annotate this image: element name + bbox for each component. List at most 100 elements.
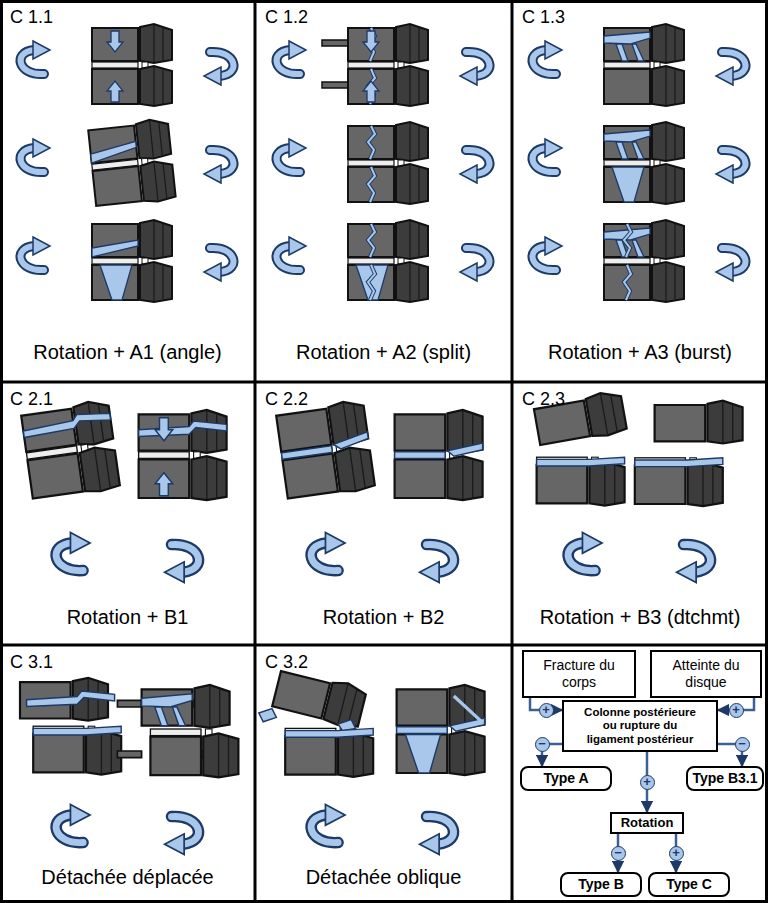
vertebra-pair [259, 667, 373, 777]
vertebra-pair [20, 678, 121, 775]
fracture [604, 130, 650, 159]
axial-arrows [363, 31, 379, 102]
vertebra-pair [276, 399, 376, 501]
vertebra-pair [348, 122, 428, 204]
vertebra-pair [92, 24, 172, 106]
sign-badge: + [640, 775, 655, 790]
rotation-arrow [311, 805, 345, 843]
vertebra-pair [88, 118, 176, 208]
vertebra-pair [604, 122, 684, 204]
fracture [537, 457, 625, 466]
fracture [280, 432, 369, 459]
rotation-arrow [204, 52, 233, 85]
vertebra-pair [88, 118, 176, 208]
flow-box: Type B3.1 [686, 766, 764, 791]
vertebra-pair [604, 220, 684, 302]
fracture-panel: C 2.1Rotation + B1 [0, 382, 255, 645]
fracture-panel: C 2.2Rotation + B2 [255, 382, 512, 645]
vertebra-pair [92, 24, 172, 106]
vertebra-pair [604, 24, 684, 106]
vertebra-pair [348, 220, 428, 302]
rotation-arrow [533, 41, 562, 74]
box-label: Type B3.1 [692, 770, 757, 787]
fracture-panel: C 3.1Détachée déplacée [0, 645, 255, 903]
rotation-arrow [460, 150, 489, 183]
vertebra-pair [395, 410, 483, 500]
vertebra-pair [139, 410, 227, 500]
fracture [395, 443, 483, 458]
rotation-arrow [716, 52, 745, 85]
vertebra-pair [92, 220, 172, 302]
fracture [624, 224, 631, 300]
rotation-arrow [420, 816, 454, 854]
vertebra-pair [276, 399, 376, 501]
upper-vertebra [272, 667, 368, 730]
vertebra-pair [604, 220, 684, 302]
flow-box: Colonne postérieure ou rupture du ligame… [562, 700, 718, 752]
sign-badge: + [539, 703, 554, 718]
fracture [635, 458, 723, 467]
panel-code: C 3.2 [265, 652, 308, 673]
rotation-arrow [21, 237, 50, 270]
fracture [285, 728, 373, 737]
box-label: Colonne postérieure ou rupture du ligame… [578, 706, 702, 747]
sign-badge: + [729, 703, 744, 718]
panel-code: C 2.3 [522, 389, 565, 410]
fracture [33, 726, 121, 735]
rotation-arrow [420, 544, 454, 582]
panel-caption: Rotation + A2 (split) [255, 341, 512, 364]
sign-badge: − [611, 846, 626, 861]
rotation-arrow [56, 533, 90, 571]
fracture [92, 240, 138, 257]
panel-caption: Rotation + B3 (dtchmt) [512, 606, 768, 629]
vertebra-pair [21, 399, 121, 501]
fracture [27, 691, 115, 706]
box-label: Type A [543, 770, 588, 787]
rotation-arrow [56, 805, 90, 843]
panel-caption: Rotation + A1 (angle) [0, 341, 255, 364]
axial-arrows [155, 418, 173, 496]
panel-caption: Détachée déplacée [0, 866, 255, 889]
flow-box: Type A [520, 766, 612, 791]
box-label: Rotation [621, 815, 674, 830]
flow-box: Rotation [610, 812, 684, 834]
panel-caption: Détachée oblique [255, 866, 512, 889]
rotation-arrow [716, 248, 745, 281]
vertebra-pair [348, 122, 428, 204]
panel-code: C 1.3 [522, 7, 565, 28]
vertebra-pair [397, 685, 485, 775]
fracture [368, 126, 375, 202]
box-label: Atteinte du disque [662, 657, 750, 690]
panel-caption: Rotation + A3 (burst) [512, 341, 768, 364]
flow-box: Atteinte du disque [650, 650, 762, 698]
rotation-arrow [21, 139, 50, 172]
vertebra-pair [604, 24, 684, 106]
box-label: Type C [666, 876, 712, 893]
sign-badge: + [669, 846, 684, 861]
fracture [604, 32, 650, 61]
rotation-arrow [204, 150, 233, 183]
rotation-arrow [277, 139, 306, 172]
rotation-arrow [533, 139, 562, 172]
lower-vertebra [537, 457, 625, 505]
vertebra-pair [92, 220, 172, 302]
panel-code: C 2.2 [265, 389, 308, 410]
rotation-arrow [277, 41, 306, 74]
panel-code: C 2.1 [10, 389, 53, 410]
panel-caption: Rotation + B1 [0, 606, 255, 629]
lower-vertebra [33, 726, 121, 774]
oblique-crack [454, 696, 483, 722]
vertebra-pair [395, 410, 483, 500]
vertebra-pair [397, 685, 485, 775]
box-label: Fracture du corps [534, 657, 624, 690]
upper-vertebra [142, 685, 230, 728]
fracture [139, 421, 227, 436]
sign-badge: − [535, 737, 550, 752]
vertebra-pair [21, 399, 121, 501]
lower-vertebra [150, 729, 238, 777]
fracture-panel: C 1.2Rotation + A2 (split) [255, 0, 512, 382]
